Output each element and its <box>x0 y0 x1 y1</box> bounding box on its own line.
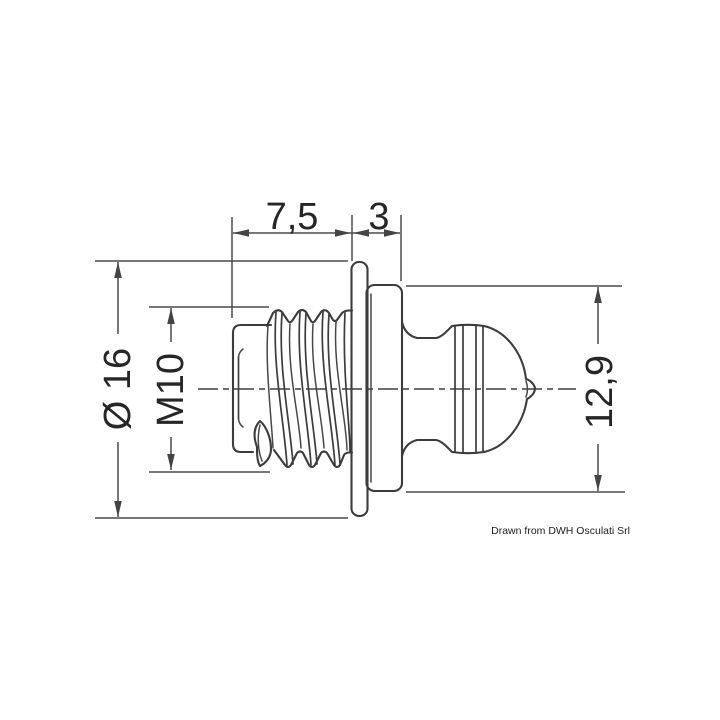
drawing-credit-text: Drawn from DWH Osculati Srl <box>491 525 630 537</box>
arrowhead-up <box>594 287 602 303</box>
arrowhead-up <box>114 262 122 278</box>
arrowhead-down <box>594 475 602 491</box>
arrowhead-down <box>114 501 122 517</box>
dimension-flange-diameter: Ø 16 <box>97 262 139 517</box>
dimension-head-diameter: 12,9 <box>579 287 621 491</box>
thread-runout-inner-line <box>257 424 263 462</box>
thread-helix-lines <box>274 311 351 466</box>
dimension-thread-length: 7,5 <box>233 196 400 238</box>
thread-root-lines <box>266 321 348 451</box>
thread-top-profile <box>265 308 354 328</box>
arrowhead-left <box>353 229 369 237</box>
thread-runout-tooth <box>253 419 273 468</box>
arrowhead-right <box>335 229 351 237</box>
dimension-thread-size-label: M10 <box>150 353 192 427</box>
dimension-flange-head-offset-label: 3 <box>368 196 389 238</box>
neck-and-ball-outline <box>400 320 537 458</box>
dimension-thread-length-label: 7,5 <box>266 196 319 238</box>
dimension-flange-diameter-label: Ø 16 <box>97 348 139 430</box>
arrowhead-up <box>167 308 175 324</box>
collar-disc <box>365 283 404 493</box>
shank-end-outline <box>231 323 273 454</box>
part-view <box>198 260 576 518</box>
dimension-flange-head-offset: 3 <box>353 196 400 238</box>
thread-bottom-profile <box>272 448 354 469</box>
shank-chamfer-ticks <box>237 348 244 428</box>
arrowhead-left <box>233 229 249 237</box>
ball-tip-nipple-line <box>525 380 529 398</box>
arrowhead-right <box>384 229 400 237</box>
arrowhead-down <box>167 454 175 470</box>
extension-lines <box>95 215 625 519</box>
dimension-thread-size: M10 <box>150 308 192 470</box>
dimension-head-diameter-label: 12,9 <box>579 355 621 429</box>
ball-contour-lines <box>454 324 484 454</box>
